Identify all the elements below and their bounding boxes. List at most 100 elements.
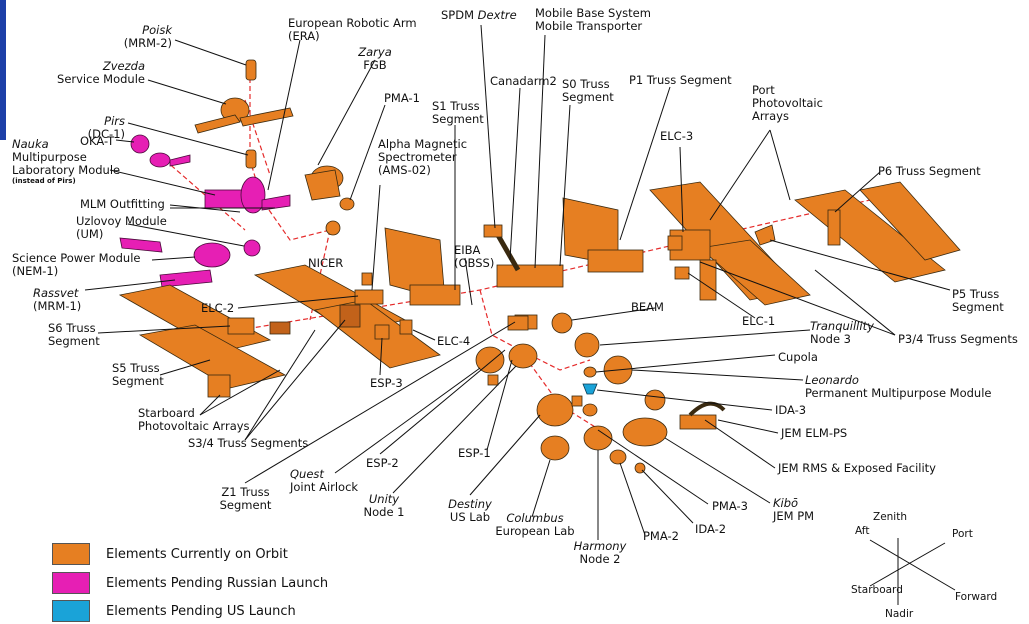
label-p6: P6 Truss Segment <box>878 164 981 178</box>
compass-nadir: Nadir <box>885 608 914 620</box>
legend-swatch-blue <box>52 600 90 622</box>
p1-truss <box>587 249 644 273</box>
pma2-adapter <box>609 449 627 465</box>
zvezda-array-left <box>194 114 241 134</box>
legend-item-russian: Elements Pending Russian Launch <box>52 572 328 594</box>
compass-aft: Aft <box>855 525 870 537</box>
label-jem-elm: JEM ELM-PS <box>781 426 848 440</box>
p6-array-b <box>859 181 961 261</box>
jem-rms-arm <box>688 401 726 417</box>
label-jem-rms: JEM RMS & Exposed Facility <box>778 461 936 475</box>
dextre <box>483 224 503 238</box>
compass-starboard: Starboard <box>851 584 903 596</box>
uzlovoy-module <box>243 239 261 257</box>
label-s34: S3/4 Truss Segments <box>188 436 309 450</box>
pma1-lower <box>325 220 341 236</box>
nauka-array <box>204 189 246 209</box>
columbus-lab <box>540 435 570 461</box>
us-segment <box>475 312 726 474</box>
pma1-adapter <box>339 197 355 211</box>
label-oka-t: OKA-T <box>80 134 115 148</box>
label-pma1: PMA-1 <box>384 91 420 105</box>
kibo-jem-pm <box>622 417 668 447</box>
orientation-compass <box>869 538 956 605</box>
label-beam: BEAM <box>631 300 664 314</box>
p6-truss <box>827 209 841 246</box>
pirs-module <box>245 149 257 169</box>
p34-array-b <box>699 239 811 306</box>
unity-node <box>508 343 538 369</box>
label-era: European Robotic Arm(ERA) <box>288 16 417 43</box>
compass-forward: Forward <box>955 591 998 603</box>
label-p34: P3/4 Truss Segments <box>898 332 1018 346</box>
center-truss <box>384 197 644 330</box>
s6-truss <box>227 317 255 335</box>
label-canadarm2: Canadarm2 <box>490 74 557 88</box>
label-mlm-outfitting: MLM Outfitting <box>80 197 165 211</box>
label-ida3: IDA-3 <box>775 403 807 417</box>
esp3-platform <box>374 324 390 340</box>
s34-truss <box>339 304 361 328</box>
harmony-node <box>583 425 613 451</box>
ida3-base <box>582 403 598 417</box>
s1-truss <box>409 284 461 306</box>
label-ida2: IDA-2 <box>695 522 727 536</box>
label-elc2: ELC-2 <box>201 301 235 315</box>
label-uzlovoy: Uzlovoy Module(UM) <box>76 214 167 241</box>
label-cupola: Cupola <box>778 350 818 364</box>
quest-airlock <box>475 346 505 374</box>
elc1-carrier <box>674 266 690 280</box>
spm-module <box>193 242 231 268</box>
label-pma2: PMA-2 <box>643 529 679 543</box>
zvezda-array-right <box>239 107 294 127</box>
oka-t-body <box>149 152 171 168</box>
destiny-lab <box>536 393 574 427</box>
label-eiba: EIBA(OBSS) <box>454 243 495 270</box>
cupola <box>583 366 597 378</box>
port-truss <box>649 181 961 306</box>
label-elc4: ELC-4 <box>437 334 471 348</box>
poisk-module <box>245 59 257 81</box>
port-radiator <box>699 259 717 301</box>
nicer-payload <box>361 272 373 286</box>
legend-swatch-orange <box>52 543 90 565</box>
label-pma3: PMA-3 <box>712 499 748 513</box>
nauka-module <box>240 176 266 214</box>
label-p1: P1 Truss Segment <box>629 73 732 87</box>
elc4-carrier <box>399 319 413 335</box>
starboard-radiator <box>207 374 231 398</box>
label-spdm: SPDM Dextre <box>441 8 517 22</box>
jem-elm-ps <box>644 389 666 411</box>
legend-item-us: Elements Pending US Launch <box>52 600 296 622</box>
label-esp1: ESP-1 <box>458 446 491 460</box>
quest-tanks <box>487 374 499 386</box>
label-esp3: ESP-3 <box>370 376 403 390</box>
label-rassvet: Rassvet(MRM-1) <box>33 286 82 313</box>
label-elc3: ELC-3 <box>660 129 694 143</box>
elc2-carrier <box>354 289 384 305</box>
label-nauka: Nauka Multipurpose Laboratory Module (in… <box>12 137 121 186</box>
legend-item-on-orbit: Elements Currently on Orbit <box>52 543 288 565</box>
spm-array-top <box>119 237 163 253</box>
tranquillity-node <box>574 332 600 358</box>
oka-t-module <box>130 134 150 154</box>
leader-lines <box>84 24 951 540</box>
mlm-outfitting <box>261 194 291 211</box>
